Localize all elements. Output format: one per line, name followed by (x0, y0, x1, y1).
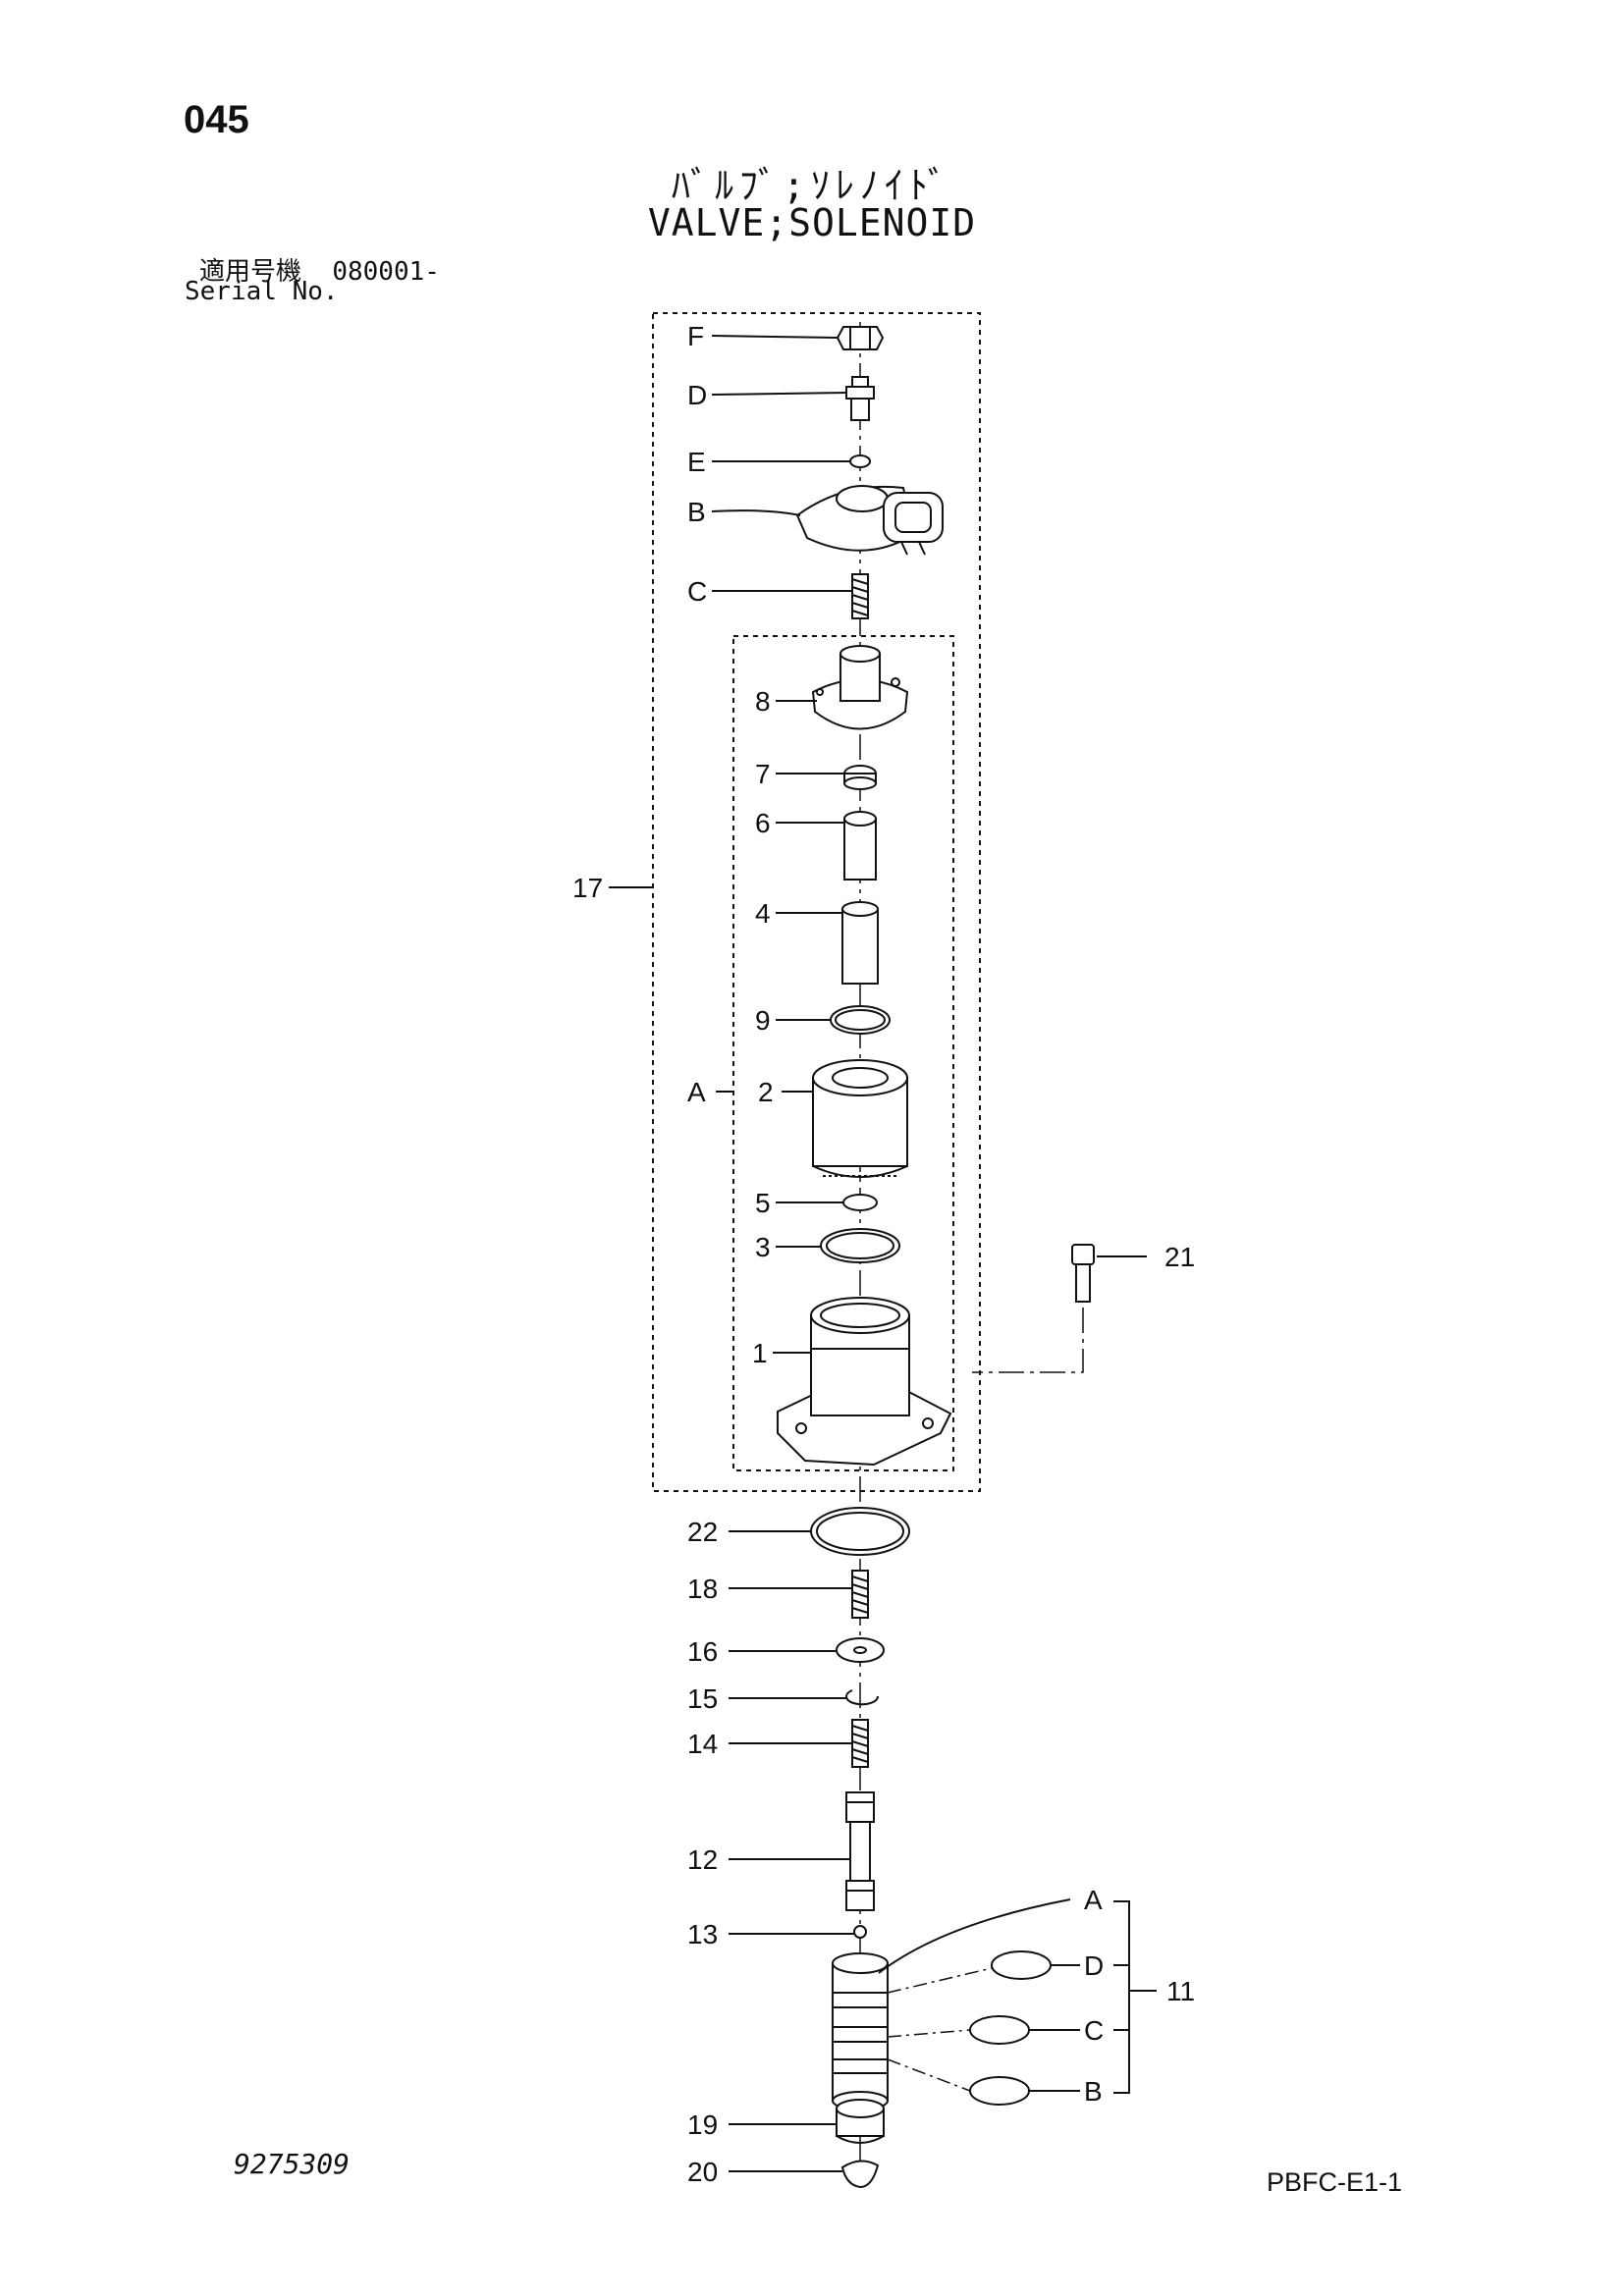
part-16-washer (836, 1637, 885, 1663)
callout-b: B (687, 497, 706, 527)
callout-20: 20 (687, 2157, 718, 2187)
part-20-clip (840, 2160, 880, 2189)
part-13-ball (853, 1925, 867, 1939)
part-5-oring (842, 1194, 878, 1211)
callout-21: 21 (1164, 1242, 1195, 1272)
callout-kit-d: D (1084, 1950, 1104, 1981)
drawing-number: 9275309 (234, 2148, 351, 2180)
part-21-bolt (1071, 1244, 1095, 1303)
serial-label-en: Serial No. (185, 277, 339, 306)
callout-e: E (687, 447, 706, 477)
callout-19: 19 (687, 2109, 718, 2140)
title-japanese: ﾊﾞﾙﾌﾞ;ｿﾚﾉｲﾄﾞ (672, 164, 952, 207)
part-14-spring (851, 1719, 869, 1768)
callout-kit-c: C (1084, 2015, 1104, 2046)
callout-12: 12 (687, 1844, 718, 1875)
title-english: VALVE;SOLENOID (647, 201, 977, 244)
part-d-screw (845, 376, 875, 421)
part-22-oring (810, 1507, 910, 1556)
part-7-ring (843, 765, 877, 790)
part-18-spring (851, 1570, 869, 1619)
part-6-sleeve (843, 811, 877, 881)
callout-13: 13 (687, 1919, 718, 1949)
callout-11: 11 (1166, 1976, 1195, 2006)
callout-8: 8 (755, 686, 771, 717)
callout-1: 1 (752, 1338, 768, 1368)
callout-22: 22 (687, 1517, 718, 1547)
callout-15: 15 (687, 1683, 718, 1714)
part-3-oring (820, 1228, 900, 1263)
callout-17: 17 (572, 873, 603, 903)
part-15-snap-ring (845, 1689, 880, 1706)
callout-4: 4 (755, 898, 771, 929)
kit-oring-b (969, 2076, 1030, 2106)
callout-6: 6 (755, 808, 771, 838)
sheet-code: PBFC-E1-1 (1267, 2167, 1403, 2197)
part-8-plate (811, 645, 909, 730)
serial-label-jp: 適用号機 (199, 257, 302, 287)
callout-kit-a: A (1084, 1885, 1103, 1915)
assembly-A-box (732, 635, 954, 1471)
kit-oring-d (991, 1950, 1052, 1980)
callout-16: 16 (687, 1636, 718, 1667)
callout-c: C (687, 576, 707, 607)
part-e-oring (849, 454, 871, 468)
callout-14: 14 (687, 1729, 718, 1759)
part-c-spring (851, 573, 869, 619)
part-2-coil (812, 1059, 908, 1178)
callout-2: 2 (758, 1077, 774, 1107)
part-11-sleeve (832, 1952, 889, 2110)
assembly-17-box (652, 312, 981, 1492)
page-number: 045 (184, 98, 249, 141)
callout-9: 9 (755, 1005, 771, 1036)
part-b-cover (795, 485, 944, 556)
part-19-cap (836, 2099, 885, 2144)
callout-3: 3 (755, 1232, 771, 1262)
part-f-nut (836, 326, 885, 350)
callout-d: D (687, 380, 707, 410)
part-4-plunger (841, 901, 879, 985)
callout-kit-b: B (1084, 2076, 1103, 2107)
callout-f: F (687, 321, 704, 351)
callout-a: A (687, 1077, 706, 1107)
serial-value: 080001- (332, 257, 440, 287)
kit-oring-c (969, 2015, 1030, 2045)
part-1-housing (777, 1297, 952, 1467)
callout-18: 18 (687, 1574, 718, 1604)
callout-5: 5 (755, 1188, 771, 1218)
serial-range: 適用号機 080001- (199, 251, 440, 288)
part-12-spool (845, 1791, 875, 1911)
callout-7: 7 (755, 759, 771, 789)
